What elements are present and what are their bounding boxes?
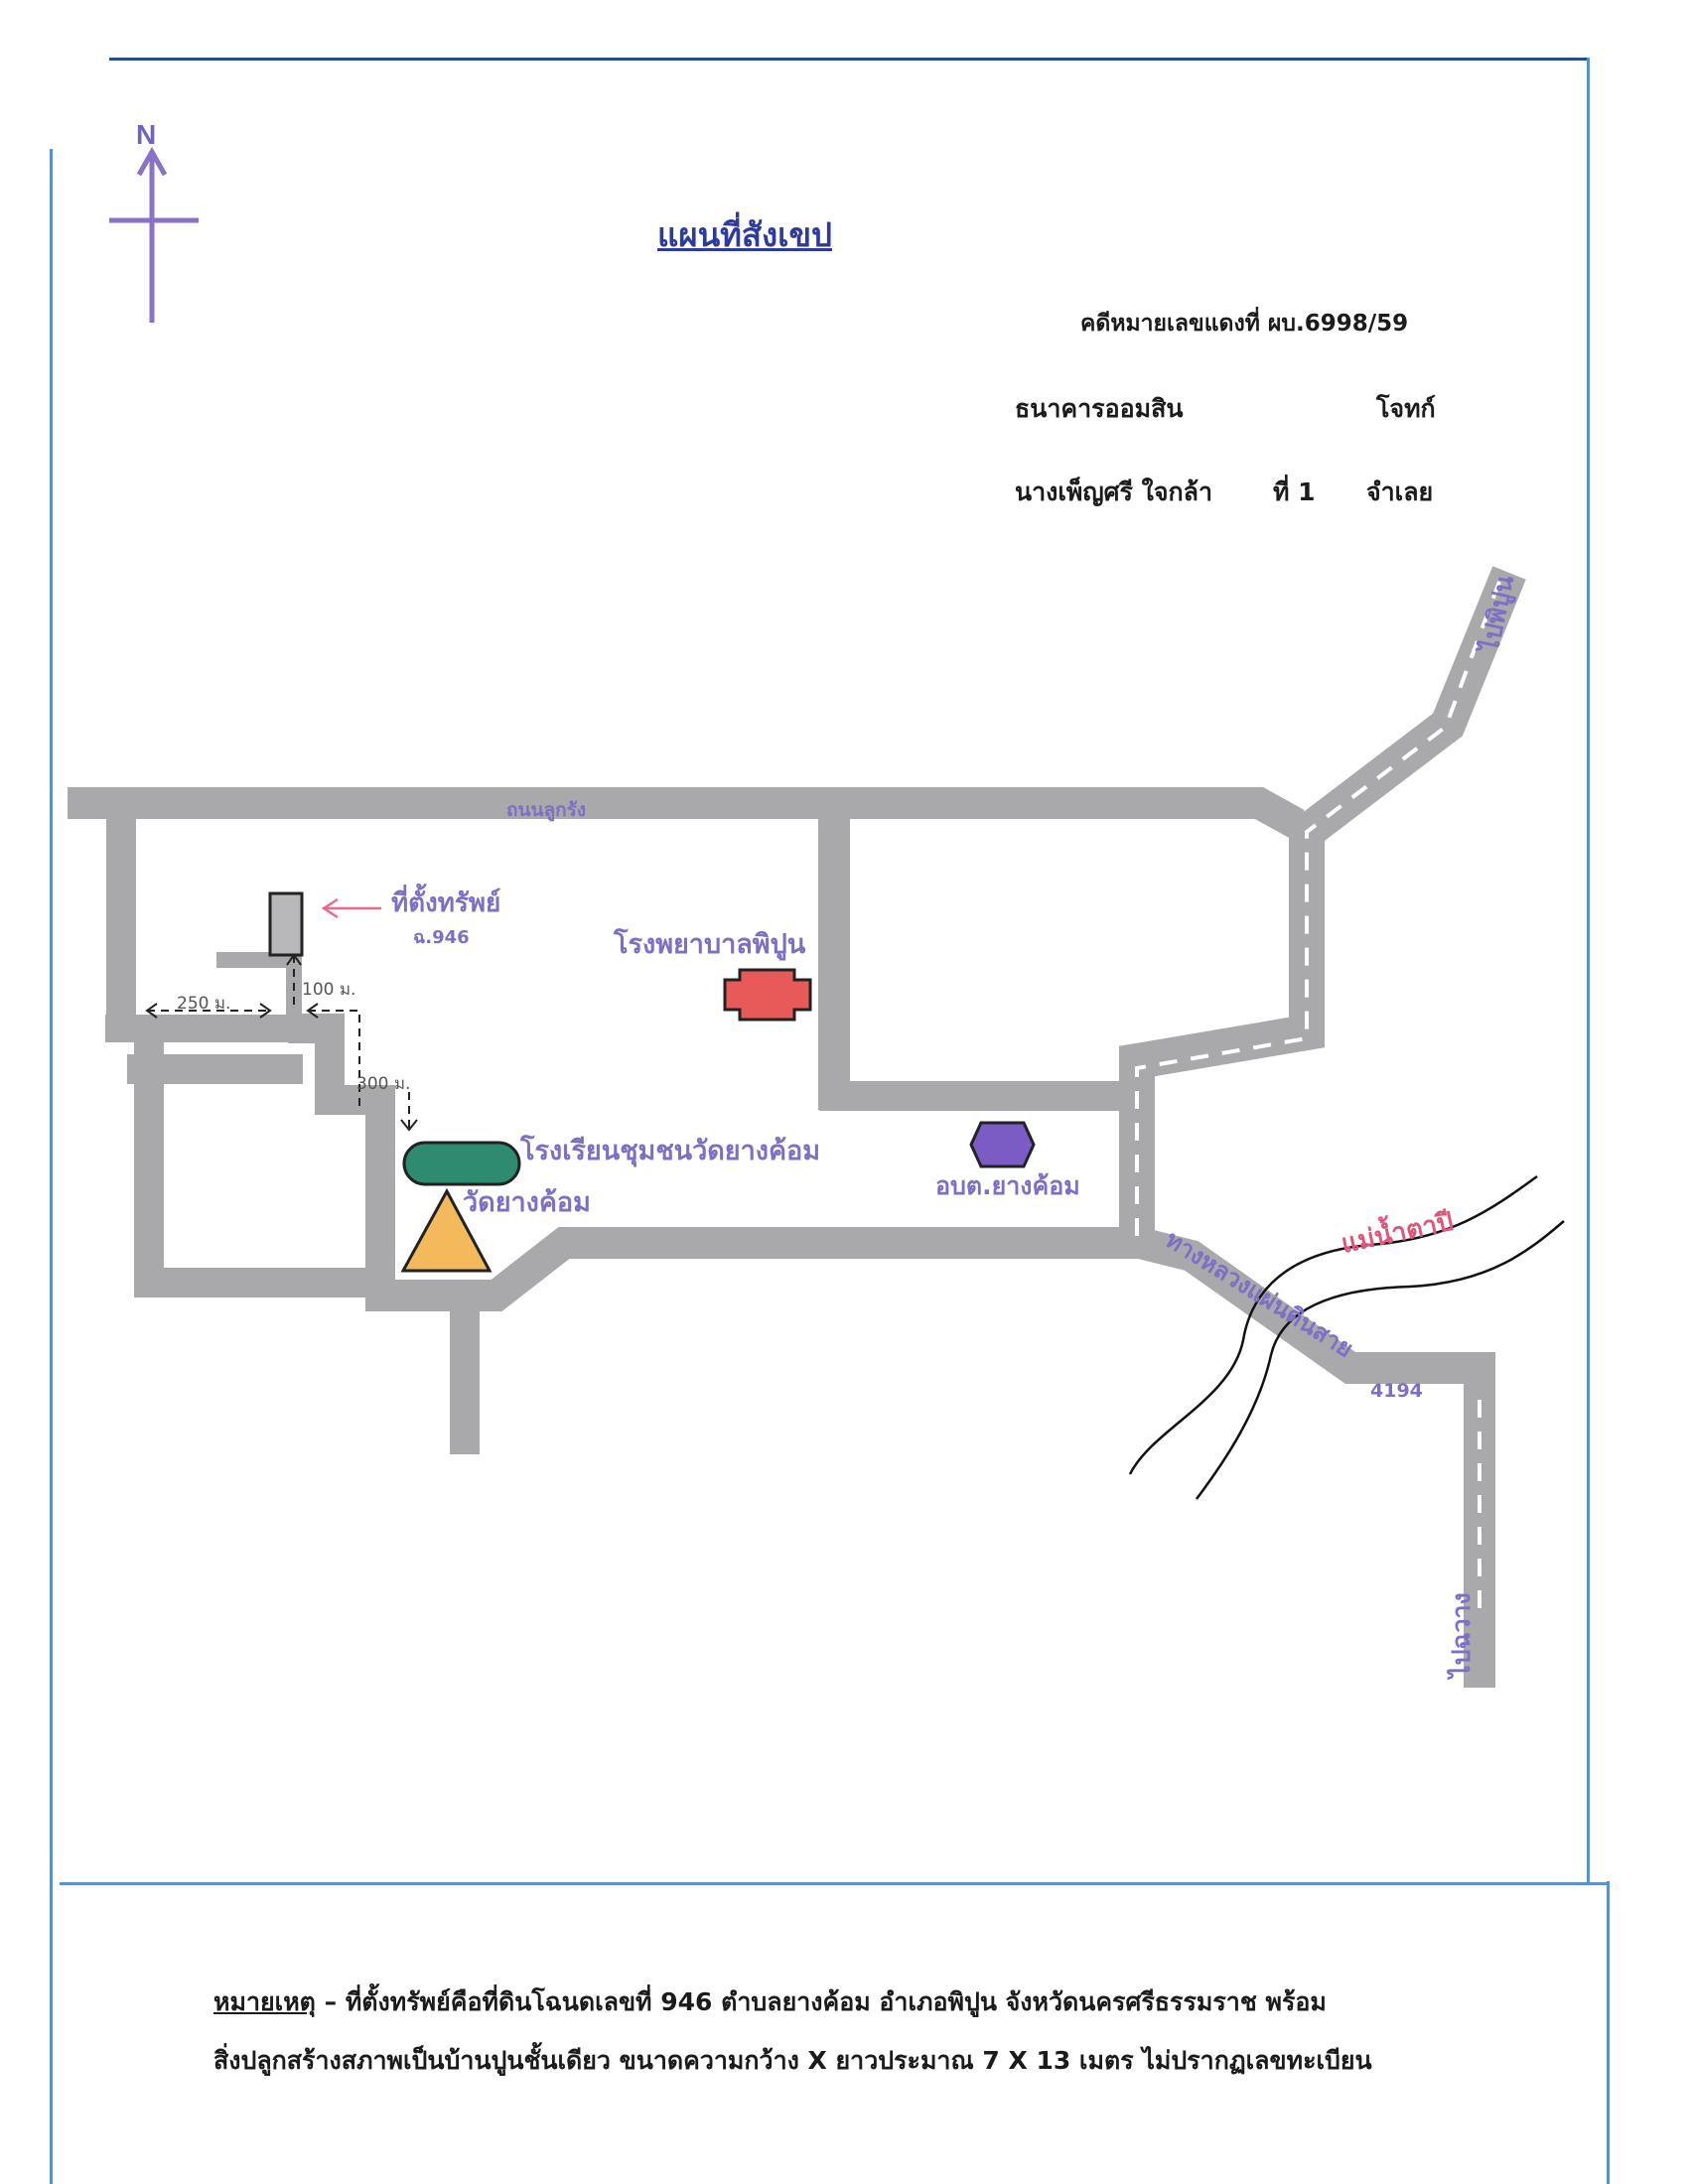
highway-label: ทางหลวงแผ่นดินสาย	[1161, 1225, 1358, 1363]
school-icon	[402, 1141, 521, 1186]
note-text-1: – ที่ตั้งทรัพย์คือที่ดินโฉนดเลขที่ 946 ต…	[315, 1987, 1327, 2016]
river-lines	[1128, 1174, 1565, 1500]
property-arrow-icon	[321, 897, 381, 919]
temple-label: วัดยางค้อม	[463, 1187, 591, 1218]
distance-lines	[147, 955, 410, 1129]
compass-icon: N	[109, 119, 199, 323]
case-number: คดีหมายเลขแดงที่ ผบ.6998/59	[1080, 311, 1409, 337]
school-label: โรงเรียนชุมชนวัดยางค้อม	[519, 1134, 820, 1167]
map-drawing: N	[68, 119, 1565, 1688]
map-title: แผนที่สังเขป	[657, 215, 832, 254]
distance-100-label: 100 ม.	[302, 980, 355, 1000]
road-network	[68, 566, 1526, 1688]
hospital-icon	[723, 968, 812, 1022]
road-centerline	[1135, 581, 1501, 1613]
property-marker	[268, 891, 304, 957]
frame-left-line	[50, 149, 53, 2184]
frame-right-line-lower	[1607, 1881, 1610, 2184]
defendant-role: จำเลย	[1366, 478, 1434, 506]
compass-north-label: N	[136, 119, 156, 150]
hospital-label: โรงพยาบาลพิปูน	[613, 927, 806, 961]
river-label: แม่น้ำตาปี	[1338, 1201, 1456, 1260]
note-line-1: หมายเหตุ – ที่ตั้งทรัพย์คือที่ดินโฉนดเลข…	[213, 1982, 1475, 2022]
highway-number: 4194	[1370, 1380, 1423, 1402]
defendant-name: นางเพ็ญศรี ใจกล้า	[1015, 478, 1213, 506]
frame-top-line	[109, 58, 1589, 61]
plaintiff-name: ธนาคารออมสิน	[1015, 394, 1184, 423]
frame-divider-line	[60, 1882, 1609, 1885]
note-label: หมายเหตุ	[213, 1987, 316, 2016]
to-chawang-label: ไปฉวาง	[1446, 1592, 1476, 1681]
sao-office-icon	[969, 1121, 1036, 1168]
road-top-label: ถนนลูกรัง	[506, 799, 586, 822]
distance-300-label: 300 ม.	[356, 1074, 410, 1094]
sao-label: อบต.ยางค้อม	[935, 1171, 1080, 1200]
distance-250-label: 250 ม.	[177, 994, 230, 1014]
note-line-2: สิ่งปลูกสร้างสภาพเป็นบ้านปูนชั้นเดียว ขน…	[213, 2046, 1372, 2075]
property-label: ที่ตั้งทรัพย์	[391, 883, 500, 918]
plaintiff-role: โจทก์	[1376, 394, 1436, 423]
property-deed-label: ฉ.946	[413, 927, 470, 948]
temple-icon	[400, 1187, 493, 1273]
frame-right-line	[1587, 58, 1590, 1884]
defendant-order: ที่ 1	[1273, 478, 1316, 506]
